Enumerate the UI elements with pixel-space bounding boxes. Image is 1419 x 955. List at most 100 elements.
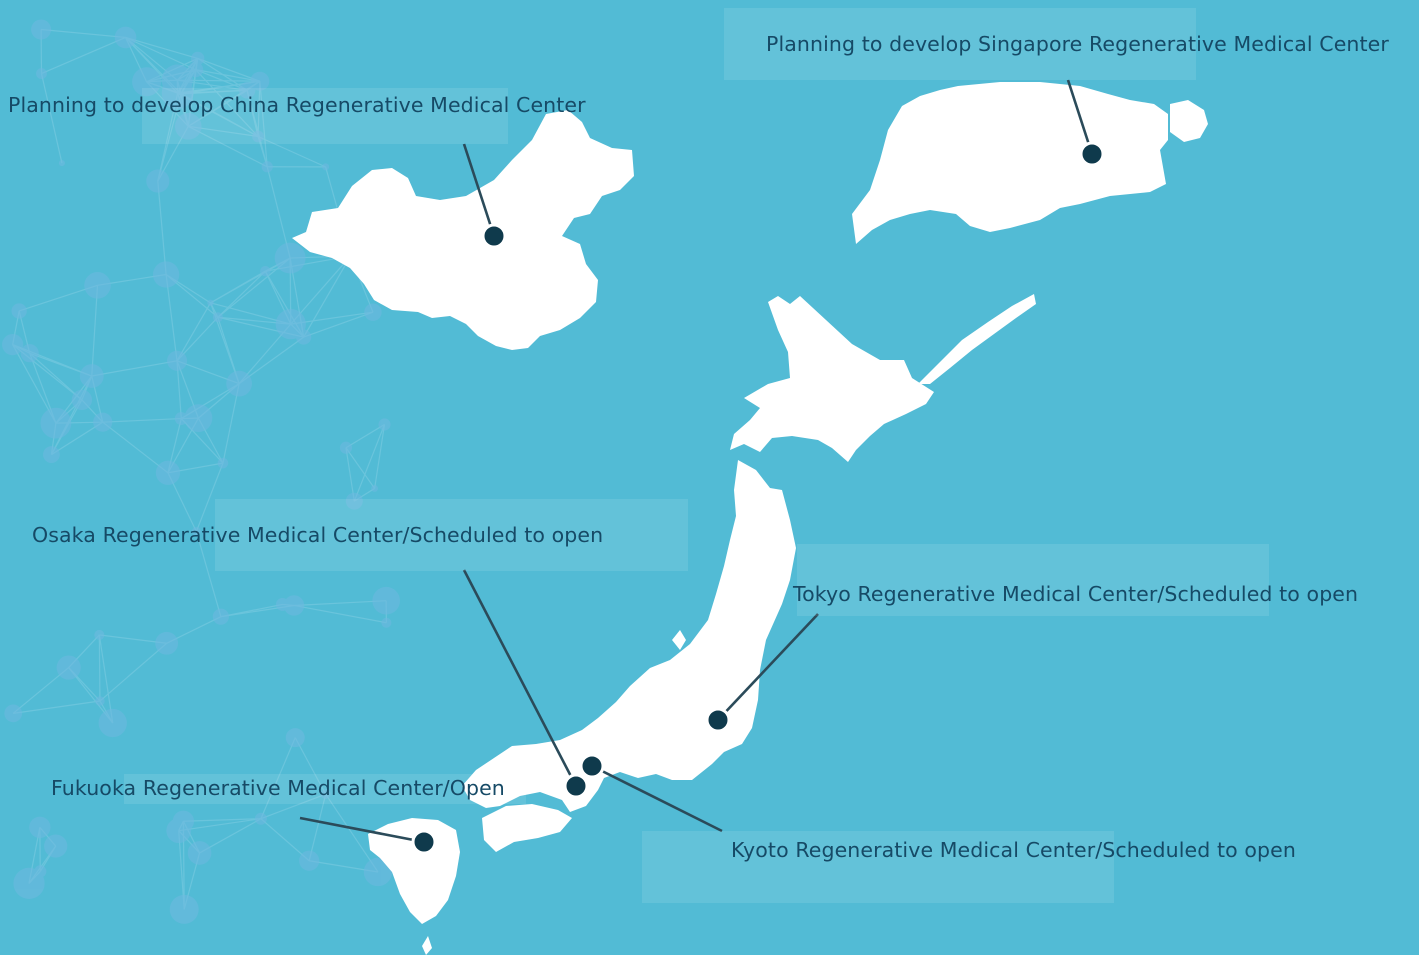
singapore-island [1170,100,1208,142]
network-link [293,604,387,624]
network-node [339,441,353,454]
leader-line-fukuoka [299,816,425,844]
network-link [195,69,260,82]
network-link [98,634,114,724]
network-node [71,389,93,411]
network-node [4,704,23,723]
network-node [20,344,39,363]
network-link [266,166,291,259]
network-node [146,169,170,193]
network-link [91,360,178,377]
network-node [381,617,392,628]
network-link [257,135,326,168]
network-node [191,527,201,537]
osaka-marker [563,773,589,799]
network-node [238,82,256,99]
network-node [155,460,181,485]
kyoto-marker [579,753,605,779]
network-link [260,793,326,820]
singapore-marker [1079,141,1105,167]
network-link [91,285,99,377]
osaka-label[interactable]: Osaka Regenerative Medical Center/Schedu… [32,523,604,547]
network-link [102,421,169,474]
kyoto-label-panel [642,831,1114,903]
network-link [290,255,352,325]
leader-line-china [462,143,496,237]
fukuoka-label[interactable]: Fukuoka Regenerative Medical Center/Open [51,776,505,800]
network-link [13,700,101,714]
network-link [195,462,224,532]
network-link [303,311,374,338]
network-link [195,531,222,617]
network-link [345,447,355,502]
network-link [50,375,93,455]
network-link [41,36,126,75]
network-node [226,370,252,397]
kyushu-landmass [368,818,460,924]
singapore-landmass [852,82,1168,244]
network-node [320,789,331,800]
network-link [195,69,248,91]
network-link [303,255,352,338]
network-link [259,81,268,167]
network-node [169,894,199,924]
network-link [293,600,387,607]
network-link [51,421,104,456]
network-node [94,629,105,640]
network-node [56,655,81,680]
kyoto-label[interactable]: Kyoto Regenerative Medical Center/Schedu… [731,838,1296,862]
network-link [41,28,126,39]
network-node [283,595,305,616]
network-node [322,163,330,171]
network-link [260,818,310,862]
network-link [178,818,262,832]
network-link [345,423,385,449]
network-node [212,312,223,323]
network-node [161,64,193,96]
network-node [29,816,51,839]
southern-islands [422,936,432,955]
network-link [325,793,379,873]
network-link [294,737,327,795]
network-node [174,412,188,425]
network-link [98,634,101,702]
network-link [260,737,296,819]
network-node [261,161,273,173]
network-link [220,603,283,618]
network-node [260,265,271,277]
tokyo-label[interactable]: Tokyo Regenerative Medical Center/Schedu… [793,582,1359,606]
china-label[interactable]: Planning to develop China Regenerative M… [8,93,586,117]
network-node [132,67,162,97]
singapore-label[interactable]: Planning to develop Singapore Regenerati… [766,32,1389,56]
network-node [43,446,60,463]
network-node [184,404,213,433]
network-node [36,68,47,80]
network-link [308,794,327,861]
network-node [212,608,229,625]
network-node [285,728,305,748]
network-node [254,812,267,825]
network-link [345,447,376,489]
network-link [125,36,198,59]
hokkaido-landmass [730,296,934,462]
network-node [79,364,104,388]
network-node [371,484,379,492]
network-link [125,36,196,71]
network-link [197,57,261,82]
network-node [31,19,52,40]
network-link [222,383,240,464]
kuril-islands [918,294,1036,384]
network-node [207,299,214,307]
network-node [44,834,68,858]
china-label-panel [142,88,508,144]
network-node [58,160,65,167]
network-link [29,352,83,401]
network-node [191,51,205,66]
osaka-label-panel [215,499,688,571]
network-node [84,272,111,299]
leader-line-kyoto [591,764,723,833]
network-node [2,333,24,356]
leader-line-singapore [1066,79,1094,155]
